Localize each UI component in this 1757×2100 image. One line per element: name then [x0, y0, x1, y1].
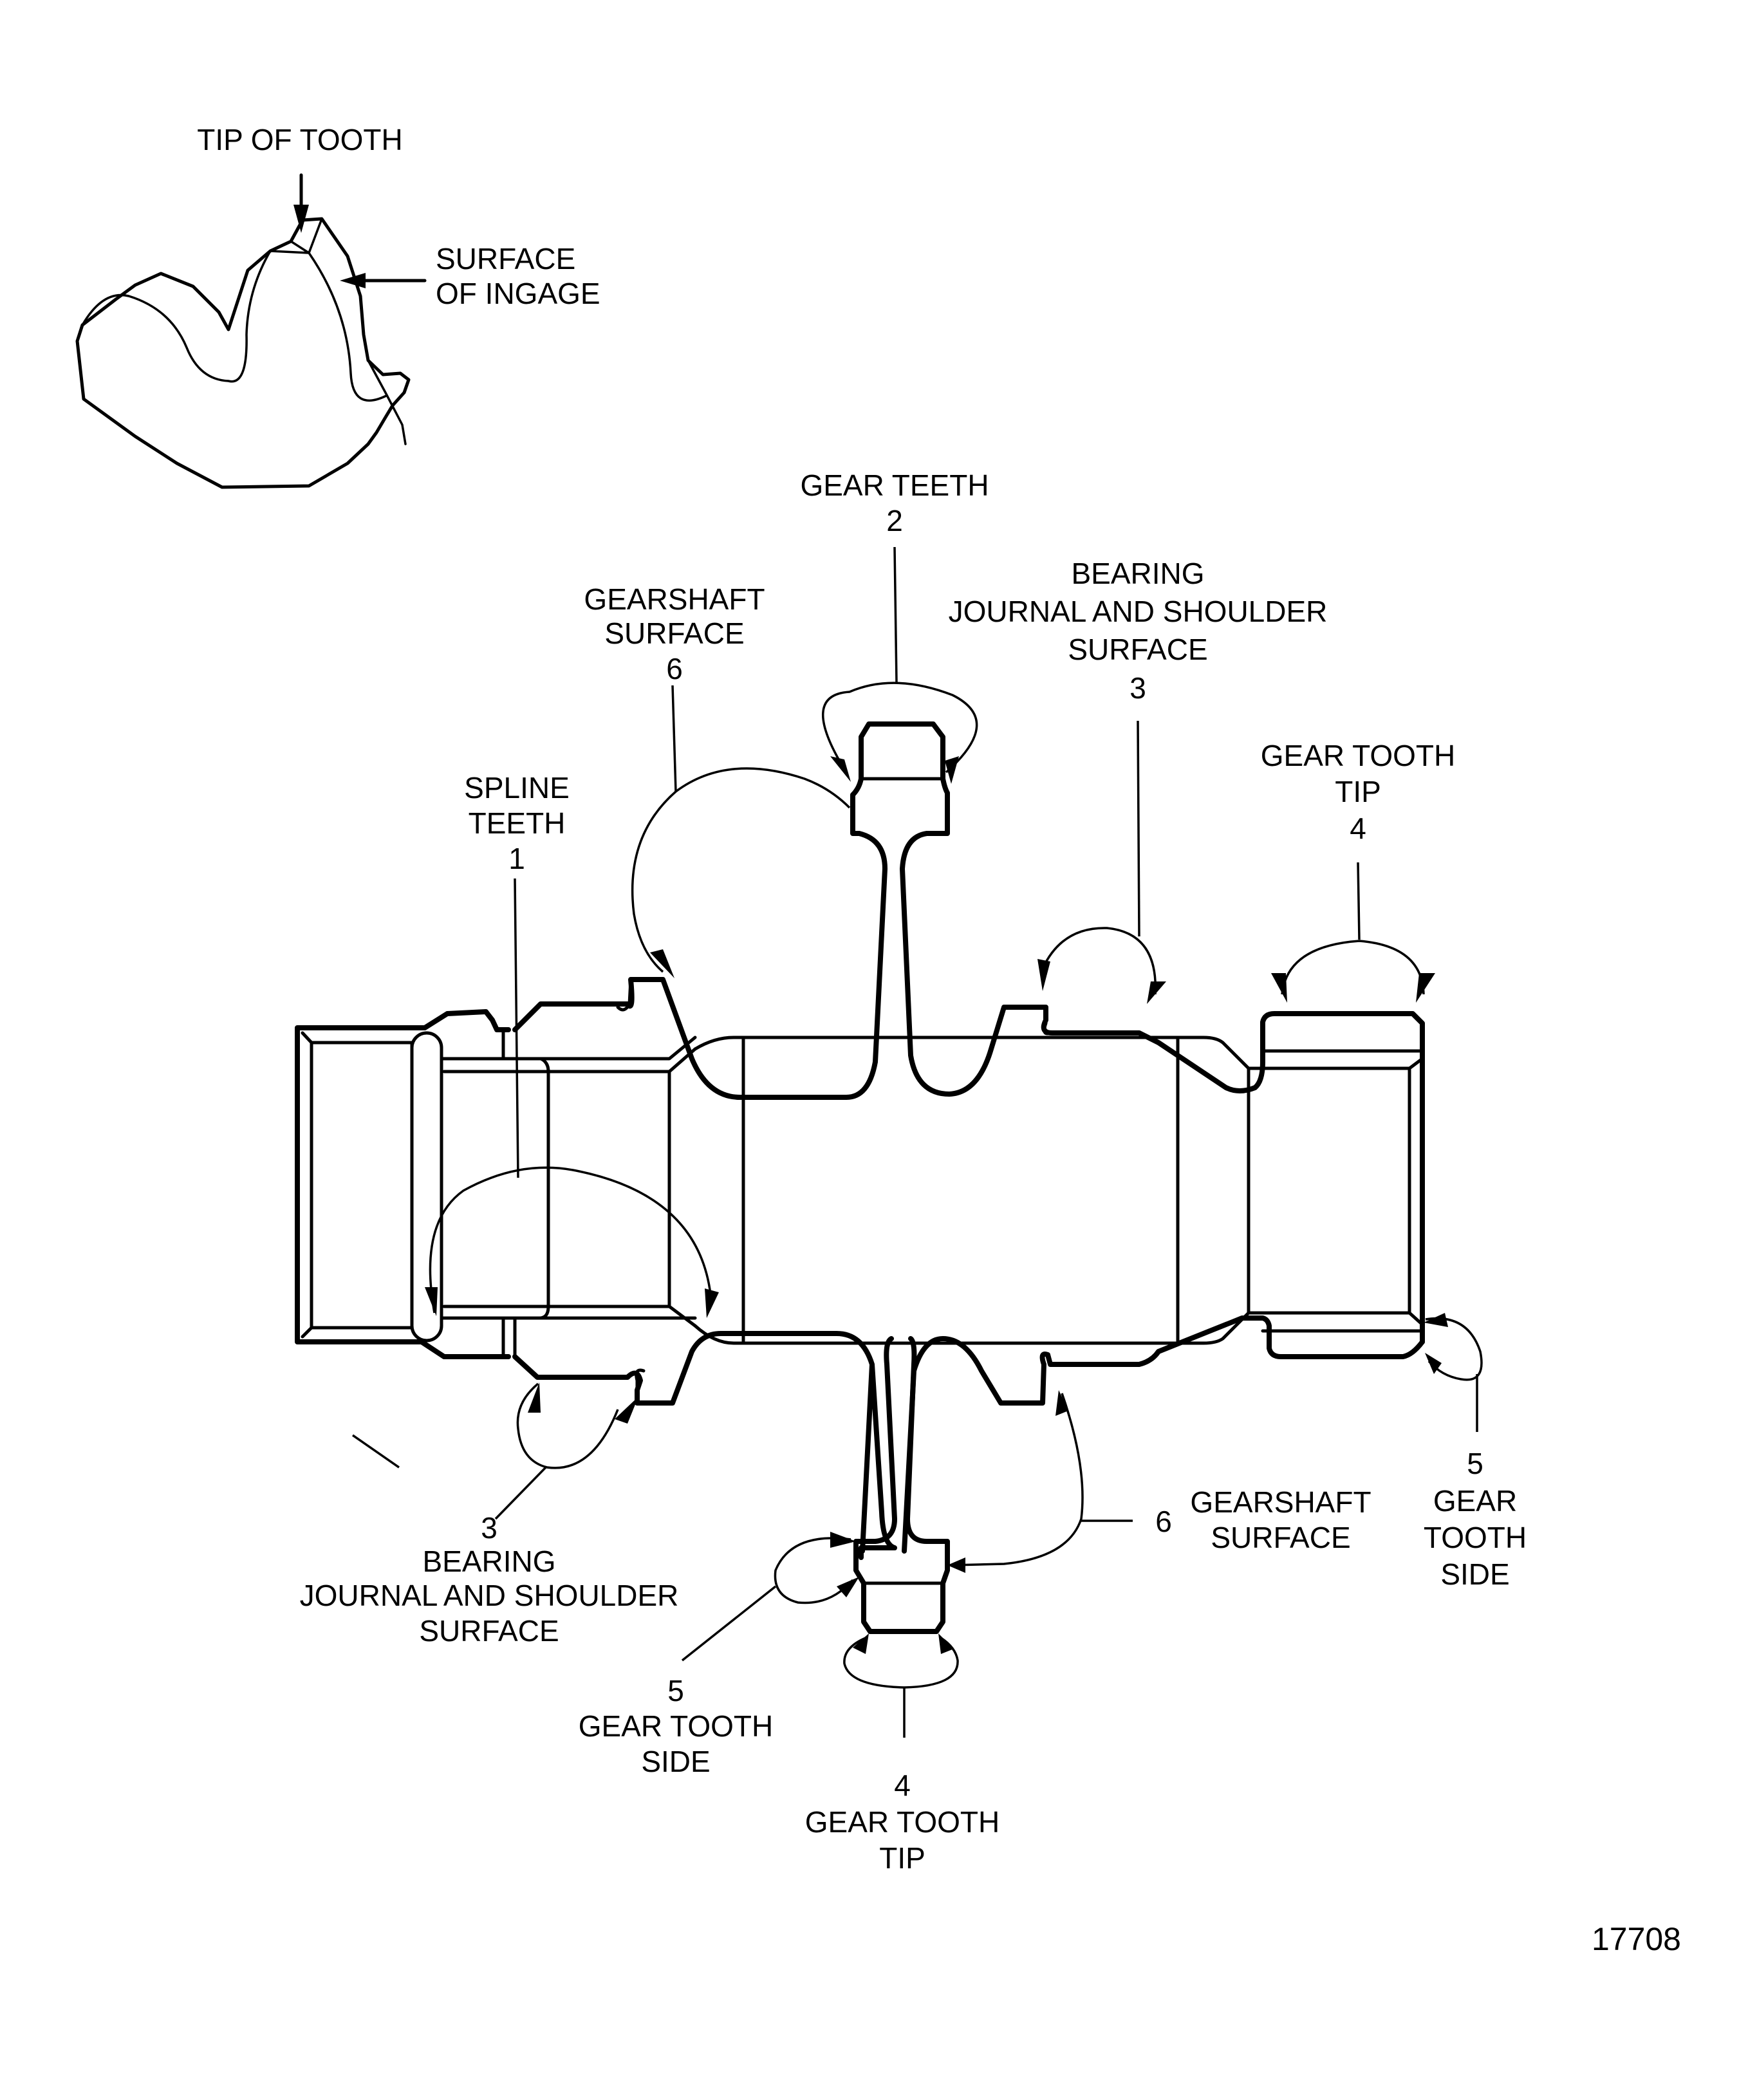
arrow-tooth-tip-bottom-left	[853, 1633, 869, 1654]
arrow-tooth-tip-top-left	[1271, 973, 1287, 1003]
label-bearing-top-number: 3	[1130, 671, 1146, 705]
lower-gear-web	[853, 1336, 950, 1634]
loop-tooth-side-bottom	[774, 1537, 854, 1604]
label-tooth-tip-top-line2: TIP	[1335, 775, 1381, 808]
label-spline-line1: SPLINE	[464, 771, 570, 804]
label-gearshaft-top-line2: SURFACE	[604, 617, 744, 650]
arrow-gear-teeth-right	[945, 756, 959, 784]
label-gear-teeth-line1: GEAR TEETH	[800, 469, 989, 502]
tooth-tip-face	[269, 218, 323, 254]
label-bearing-top-line3: SURFACE	[1068, 633, 1207, 666]
leader-gearshaft-top	[671, 685, 677, 792]
label-tooth-side-bottom-number: 5	[667, 1674, 684, 1707]
leader-bearing-top	[1137, 720, 1140, 937]
label-tooth-side-right-number: 5	[1467, 1447, 1483, 1480]
arrow-spline-left	[425, 1287, 438, 1316]
arrow-spline-right	[705, 1288, 719, 1318]
label-bearing-top-line1: BEARING	[1071, 557, 1204, 590]
label-gearshaft-bottom-line1: GEARSHAFT	[1190, 1485, 1371, 1519]
label-bearing-bottom-line2: JOURNAL AND SHOULDER	[300, 1579, 679, 1612]
leader-tooth-tip-top	[1357, 862, 1361, 940]
loop-tooth-side-right	[1425, 1317, 1483, 1381]
label-bearing-bottom-line3: SURFACE	[419, 1614, 559, 1648]
label-tooth-tip-bottom-number: 4	[894, 1769, 911, 1802]
arrow-gearshaft-top-left	[650, 949, 674, 978]
surface-of-ingage-label-line2: OF INGAGE	[436, 277, 600, 310]
label-gearshaft-top-line1: GEARSHAFT	[584, 582, 765, 616]
arrow-tooth-side-bottom-low	[837, 1577, 859, 1597]
arrow-gear-teeth-left	[830, 756, 851, 782]
loop-spline-teeth	[429, 1166, 712, 1314]
arrow-bearing-bottom-right	[615, 1397, 638, 1424]
tooth-flank-right	[308, 252, 387, 402]
arrow-tooth-side-right-low	[1425, 1353, 1442, 1374]
label-gear-teeth-number: 2	[886, 504, 903, 537]
loop-bearing-bottom	[516, 1382, 619, 1469]
tooth-root-chip	[367, 359, 407, 445]
arrow-tooth-side-right-top	[1424, 1313, 1448, 1327]
arrow-gearshaft-top-right	[830, 788, 856, 814]
label-spline-number: 1	[508, 842, 525, 875]
label-tooth-side-right-line2: TOOTH	[1424, 1521, 1527, 1554]
leader-bearing-bottom-stem	[494, 1466, 547, 1520]
arrow-bearing-top-left	[1037, 959, 1050, 991]
loop-gear-teeth	[822, 682, 978, 774]
lower-left-hook	[635, 1368, 646, 1405]
left-flange-outline	[295, 1009, 511, 1359]
leader-tooth-side-bottom	[681, 1585, 777, 1662]
spline-bore	[440, 1036, 697, 1328]
label-tooth-side-bottom-line1: GEAR TOOTH	[579, 1709, 773, 1743]
tip-of-tooth-arrowhead	[293, 205, 309, 233]
loop-gearshaft-top	[631, 767, 851, 973]
label-tooth-tip-top-number: 4	[1350, 812, 1366, 845]
leader-bearing-bottom	[352, 1434, 400, 1469]
label-tooth-side-bottom-line2: SIDE	[641, 1745, 710, 1778]
upper-left-hook	[616, 978, 633, 1012]
label-gearshaft-bottom-line2: SURFACE	[1211, 1521, 1350, 1554]
upper-outer-profile	[512, 721, 1425, 1344]
label-bearing-top-line2: JOURNAL AND SHOULDER	[949, 595, 1328, 628]
arrow-bearing-top-right	[1147, 981, 1166, 1004]
loop-tooth-tip-top	[1281, 940, 1425, 995]
arrow-gearshaft-bottom-left	[947, 1557, 965, 1573]
center-bore	[693, 1036, 1424, 1345]
arrow-bearing-bottom-left	[528, 1382, 541, 1413]
spline-tooth-profile	[513, 1057, 550, 1320]
leader-gear-teeth	[893, 546, 898, 683]
loop-bearing-top	[1041, 927, 1157, 995]
left-flange-inner	[301, 1031, 414, 1339]
right-journal-lines	[1261, 1049, 1424, 1333]
arrow-gearshaft-bottom-up	[1055, 1390, 1068, 1416]
callout-labels: GEAR TEETH 2 GEARSHAFT SURFACE 6 BEARING…	[300, 469, 1527, 1875]
surface-of-ingage-label-line1: SURFACE	[436, 242, 575, 275]
tooth-flank-left	[81, 250, 272, 383]
upper-right-hook	[1043, 1005, 1052, 1036]
arrow-tooth-tip-top-right	[1416, 973, 1435, 1003]
loop-gearshaft-bottom	[952, 1393, 1084, 1566]
label-tooth-tip-top-line1: GEAR TOOTH	[1261, 739, 1455, 772]
left-snap-ring-groove	[410, 1031, 443, 1343]
label-spline-line2: TEETH	[469, 806, 566, 840]
label-gearshaft-bottom-number: 6	[1155, 1505, 1172, 1538]
label-tooth-tip-bottom-line2: TIP	[879, 1841, 925, 1875]
label-tooth-side-right-line3: SIDE	[1440, 1557, 1509, 1591]
left-shoulder-stub	[501, 1028, 517, 1359]
label-bearing-bottom-line1: BEARING	[422, 1545, 555, 1578]
leader-spline-teeth	[514, 878, 519, 1178]
gear-tooth-inset: TIP OF TOOTH SURFACE OF INGAGE	[75, 123, 600, 489]
label-bearing-bottom-number: 3	[481, 1511, 497, 1545]
arrow-tooth-tip-bottom-right	[938, 1633, 954, 1654]
tooth-block-outline	[75, 217, 411, 489]
figure-number: 17708	[1592, 1921, 1681, 1957]
label-gearshaft-top-number: 6	[666, 652, 683, 685]
tip-of-tooth-label: TIP OF TOOTH	[197, 123, 402, 156]
arrow-tooth-side-bottom-top	[830, 1532, 856, 1548]
callout-leaders	[352, 546, 1483, 1738]
label-tooth-side-right-line1: GEAR	[1433, 1484, 1517, 1518]
surface-of-ingage-arrowhead	[340, 273, 366, 288]
gearshaft-section	[295, 721, 1425, 1634]
label-tooth-tip-bottom-line1: GEAR TOOTH	[805, 1805, 999, 1839]
lower-outer-profile	[512, 1315, 1425, 1560]
